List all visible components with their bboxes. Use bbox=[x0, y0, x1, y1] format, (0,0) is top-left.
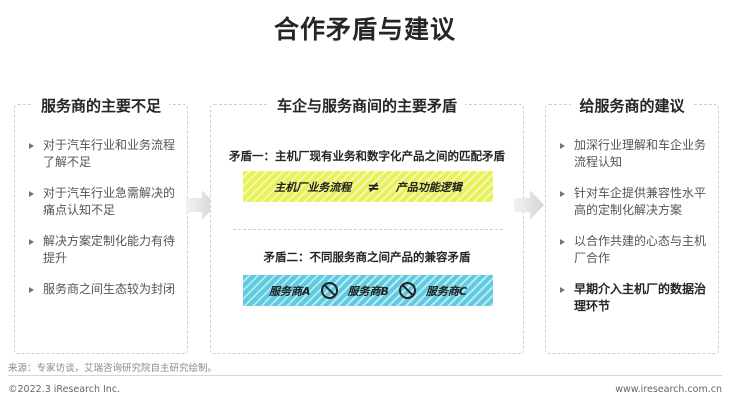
page-title: 合作矛盾与建议 bbox=[273, 15, 456, 44]
vendor-a: 服务商A bbox=[269, 284, 311, 298]
list-item: 针对车企提供兼容性水平高的定制化解决方案 bbox=[560, 185, 710, 219]
divider bbox=[233, 229, 503, 230]
not-equal-symbol: ≠ bbox=[367, 177, 380, 196]
product-logic-term: 产品功能逻辑 bbox=[395, 180, 462, 194]
panel-heading: 车企与服务商间的主要矛盾 bbox=[268, 95, 465, 116]
arrow-right-icon bbox=[514, 190, 544, 220]
list-item: 对于汽车行业急需解决的痛点认知不足 bbox=[29, 185, 179, 219]
list-item: 早期介入主机厂的数据治理环节 bbox=[560, 281, 710, 315]
conflict-two-title: 矛盾二：不同服务商之间产品的兼容矛盾 bbox=[263, 250, 471, 264]
list-item: 以合作共建的心态与主机厂合作 bbox=[560, 233, 710, 267]
panel-main-conflicts: 车企与服务商间的主要矛盾 矛盾一：主机厂现有业务和数字化产品之间的匹配矛盾 主机… bbox=[210, 95, 524, 354]
prohibited-icon bbox=[320, 282, 338, 299]
prohibited-icon bbox=[398, 282, 416, 299]
list-item: 解决方案定制化能力有待提升 bbox=[29, 233, 179, 267]
conflict-one-title: 矛盾一：主机厂现有业务和数字化产品之间的匹配矛盾 bbox=[229, 149, 505, 163]
arrow-right-icon bbox=[186, 190, 216, 220]
vendor-c: 服务商C bbox=[425, 284, 467, 298]
panel-heading: 服务商的主要不足 bbox=[32, 95, 169, 116]
panel-vendor-shortcomings: 服务商的主要不足 对于汽车行业和业务流程了解不足 对于汽车行业急需解决的痛点认知… bbox=[14, 95, 188, 354]
source-note: 来源：专家访谈，艾瑞咨询研究院自主研究绘制。 bbox=[8, 363, 218, 374]
footer-divider bbox=[8, 375, 722, 376]
panel-heading: 给服务商的建议 bbox=[571, 95, 693, 116]
conflict-two-band: 服务商A 服务商B 服务商C bbox=[243, 275, 493, 306]
list-item: 对于汽车行业和业务流程了解不足 bbox=[29, 137, 179, 171]
shortcomings-list: 对于汽车行业和业务流程了解不足 对于汽车行业急需解决的痛点认知不足 解决方案定制… bbox=[29, 137, 179, 312]
website-url: www.iresearch.com.cn bbox=[615, 384, 722, 395]
list-item: 服务商之间生态较为封闭 bbox=[29, 281, 179, 298]
conflict-one-band: 主机厂业务流程 ≠ 产品功能逻辑 bbox=[243, 171, 493, 202]
vendor-b: 服务商B bbox=[347, 284, 389, 298]
list-item: 加深行业理解和车企业务流程认知 bbox=[560, 137, 710, 171]
panel-suggestions: 给服务商的建议 加深行业理解和车企业务流程认知 针对车企提供兼容性水平高的定制化… bbox=[545, 95, 719, 354]
copyright: ©2022.3 iResearch Inc. bbox=[8, 384, 121, 395]
suggestions-list: 加深行业理解和车企业务流程认知 针对车企提供兼容性水平高的定制化解决方案 以合作… bbox=[560, 137, 710, 329]
business-process-term: 主机厂业务流程 bbox=[274, 180, 352, 194]
